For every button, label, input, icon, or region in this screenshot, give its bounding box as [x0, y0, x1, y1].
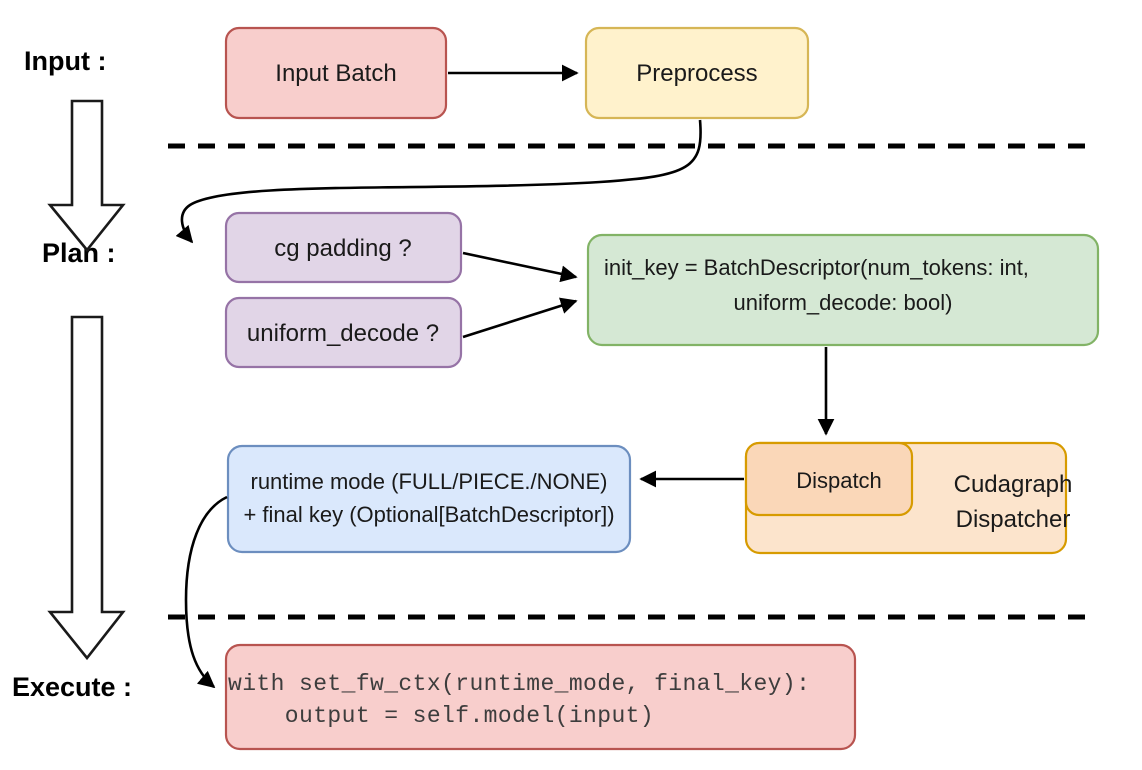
- node-input-batch[interactable]: [224, 26, 448, 120]
- stage-label-plan: Plan :: [42, 238, 116, 268]
- node-init-key-line1: init_key = BatchDescriptor(num_tokens: i…: [604, 255, 1029, 280]
- node-execute-code-line2: output = self.model(input): [228, 703, 654, 729]
- input-to-plan-big-arrow: [47, 99, 126, 253]
- edge-runtime-mode-to-execute-code: [184, 495, 228, 689]
- node-input-batch-label: Input Batch: [275, 60, 396, 87]
- node-execute-code-line1: with set_fw_ctx(runtime_mode, final_key)…: [228, 671, 810, 697]
- node-dispatch[interactable]: [744, 441, 914, 517]
- node-dispatch-label: Dispatch: [796, 468, 882, 493]
- stage-label-input: Input :: [24, 46, 106, 76]
- node-runtime-mode[interactable]: [226, 444, 632, 554]
- node-cudagraph-dispatcher-line2: Dispatcher: [956, 506, 1071, 533]
- node-cg-padding-label: cg padding ?: [274, 235, 411, 262]
- plan-to-execute-big-arrow: [47, 315, 126, 661]
- edge-cg-padding-to-init-key: [462, 251, 578, 283]
- edge-uniform-decode-to-init-key: [462, 297, 578, 339]
- node-runtime-mode-line1: runtime mode (FULL/PIECE./NONE): [251, 469, 608, 494]
- node-preprocess-label: Preprocess: [636, 60, 757, 87]
- node-init-key[interactable]: [586, 233, 1100, 347]
- node-init-key-line2: uniform_decode: bool): [734, 290, 953, 315]
- node-uniform-decode[interactable]: [224, 296, 463, 369]
- node-runtime-mode-line2: + final key (Optional[BatchDescriptor]): [243, 502, 614, 527]
- edge-preprocess-to-cg-padding: [175, 119, 702, 244]
- node-uniform-decode-label: uniform_decode ?: [247, 320, 439, 347]
- node-cudagraph-dispatcher-line1: Cudagraph: [954, 471, 1073, 498]
- node-cg-padding[interactable]: [224, 211, 463, 284]
- stage-label-execute: Execute :: [12, 672, 132, 702]
- node-preprocess[interactable]: [584, 26, 810, 120]
- node-execute-code[interactable]: [224, 643, 857, 751]
